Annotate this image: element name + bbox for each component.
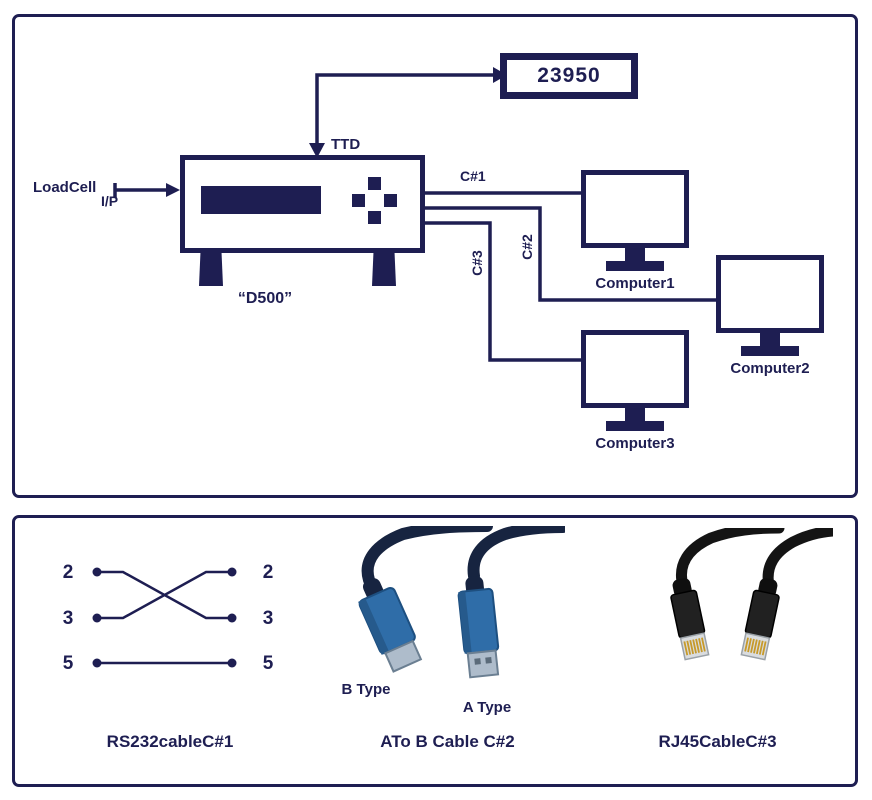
computer2-base bbox=[741, 346, 799, 356]
d500-screen bbox=[201, 186, 321, 214]
usb-b-shade bbox=[358, 598, 390, 655]
cable-c1-label: C#1 bbox=[460, 168, 486, 184]
rs232-left-pin2: 2 bbox=[63, 562, 74, 583]
usb-b-connector-icon bbox=[358, 578, 423, 673]
computer3-stand bbox=[625, 408, 645, 421]
rs232-right-pin5: 5 bbox=[263, 653, 274, 674]
rj45-left-body bbox=[670, 589, 706, 639]
rj45-right-cord bbox=[762, 528, 833, 592]
usb-b-metal bbox=[384, 639, 423, 673]
ttd-display: 23950 bbox=[500, 53, 638, 99]
rs232-dot bbox=[92, 613, 102, 623]
usb-a-shade bbox=[458, 591, 472, 654]
computer3-monitor-icon bbox=[581, 330, 689, 408]
computer3-label: Computer3 bbox=[595, 435, 675, 452]
d500-label: “D500” bbox=[237, 290, 293, 307]
rj45-right-connector-icon bbox=[740, 578, 780, 661]
rs232-wiring-diagram: 2 3 5 2 3 5 bbox=[63, 562, 274, 674]
computer3-base bbox=[606, 421, 664, 431]
connection-diagram-panel: 23950 TTD LoadCell I/P “D500” C#1 C#2 C#… bbox=[12, 14, 858, 498]
usb-a-cable-cord bbox=[467, 526, 565, 582]
cable-c2-wire bbox=[425, 206, 716, 302]
computer1-base bbox=[606, 261, 664, 271]
rs232-wire-3to2 bbox=[97, 570, 232, 620]
rs232-dot bbox=[92, 658, 102, 668]
d500-right-foot bbox=[372, 253, 396, 286]
usb-a-hole bbox=[485, 656, 492, 664]
d500-left-foot bbox=[199, 253, 223, 286]
ttd-label: TTD bbox=[331, 136, 361, 153]
cable-c3-wire bbox=[425, 221, 581, 362]
computer1-stand bbox=[625, 248, 645, 261]
computer2-monitor-icon bbox=[716, 255, 824, 333]
rj45-caption: RJ45CableC#3 bbox=[658, 732, 777, 751]
cable-c2-label: C#2 bbox=[519, 234, 535, 260]
usb-b-cable-cord bbox=[361, 526, 493, 586]
rs232-right-pin2: 2 bbox=[263, 562, 274, 583]
rs232-dot bbox=[227, 658, 237, 668]
rj45-cable-image bbox=[670, 528, 833, 661]
keypad-right-icon bbox=[384, 194, 397, 207]
rs232-dot bbox=[227, 567, 237, 577]
rj45-left-cord bbox=[676, 528, 785, 592]
usb-a-connector-icon bbox=[457, 576, 500, 679]
computer2: Computer2 bbox=[716, 255, 824, 377]
usb-b-type-label: B Type bbox=[341, 681, 391, 698]
rs232-right-pin3: 3 bbox=[263, 608, 274, 629]
loadcell-arrow bbox=[113, 183, 180, 198]
d500-device bbox=[180, 155, 425, 253]
rs232-left-pin5: 5 bbox=[63, 653, 74, 674]
rj45-right-pins bbox=[744, 637, 767, 656]
rj45-left-pins bbox=[683, 637, 706, 656]
usb-caption: ATo B Cable C#2 bbox=[380, 732, 515, 751]
wires-layer bbox=[113, 67, 716, 362]
computer2-stand bbox=[760, 333, 780, 346]
cable-c3-label: C#3 bbox=[469, 250, 485, 276]
rs232-caption: RS232cableC#1 bbox=[106, 732, 234, 751]
computer1-monitor-icon bbox=[581, 170, 689, 248]
keypad-down-icon bbox=[368, 211, 381, 224]
ip-label: I/P bbox=[101, 193, 119, 209]
computer1-label: Computer1 bbox=[595, 275, 675, 292]
keypad-up-icon bbox=[368, 177, 381, 190]
ttd-display-value: 23950 bbox=[537, 64, 601, 87]
rs232-left-pin3: 3 bbox=[63, 608, 74, 629]
computer2-label: Computer2 bbox=[730, 360, 810, 377]
rs232-dot bbox=[227, 613, 237, 623]
usb-a-type-label: A Type bbox=[462, 699, 512, 716]
computer1: Computer1 bbox=[581, 170, 689, 292]
usb-cable-image bbox=[358, 526, 565, 679]
computer3: Computer3 bbox=[581, 330, 689, 452]
keypad-left-icon bbox=[352, 194, 365, 207]
rs232-dot bbox=[92, 567, 102, 577]
usb-a-metal bbox=[466, 649, 500, 679]
cables-panel: 2 3 5 2 3 5 RS232cableC#1 bbox=[12, 515, 858, 787]
rj45-right-body bbox=[744, 589, 780, 639]
usb-a-hole bbox=[474, 658, 481, 665]
loadcell-label: LoadCell bbox=[33, 179, 97, 196]
rj45-left-connector-icon bbox=[670, 578, 710, 661]
